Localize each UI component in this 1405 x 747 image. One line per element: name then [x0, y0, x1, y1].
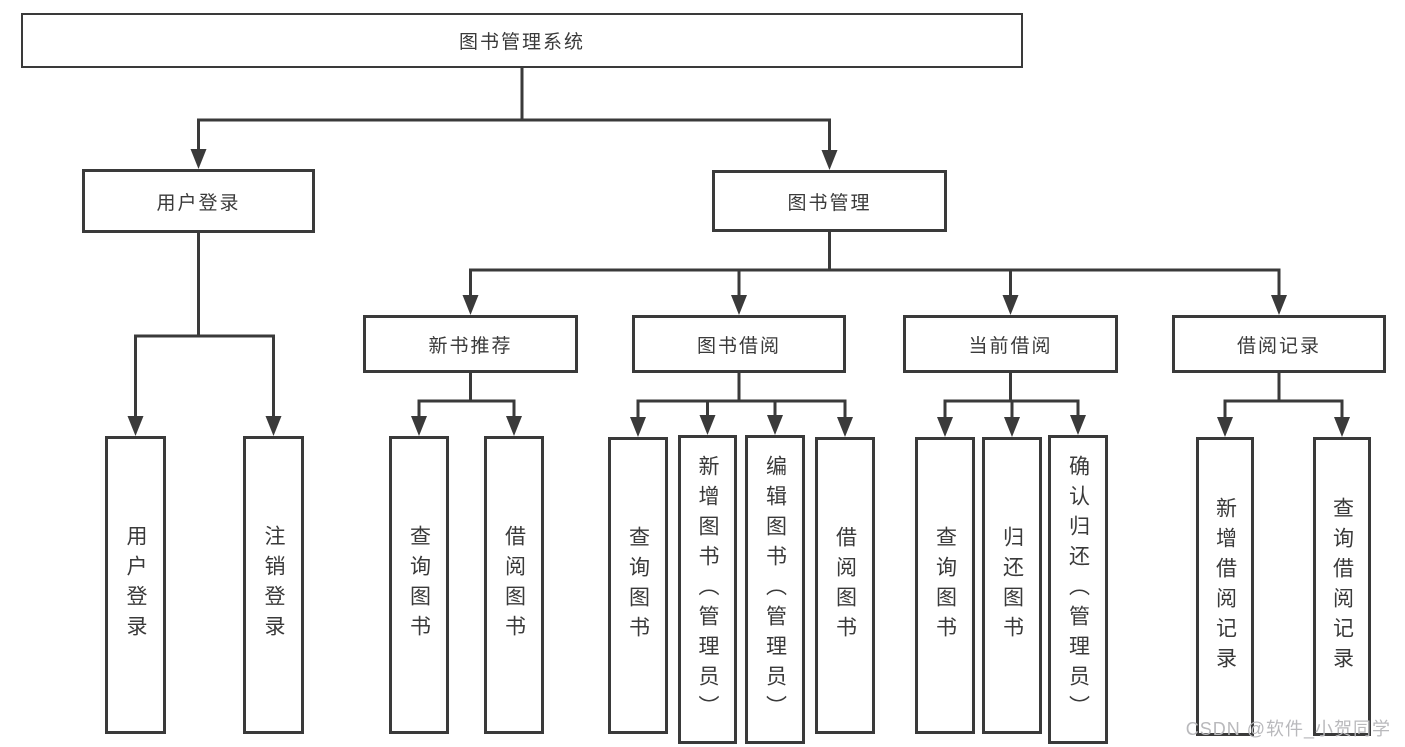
- node-label: 用户登录: [156, 192, 241, 214]
- node-leaf-logout: 注销登录: [243, 436, 304, 734]
- node-leaf-return-books: 归还图书: [982, 437, 1042, 734]
- node-leaf-query-books-1: 查询图书: [389, 436, 449, 734]
- connector-book-mgmt: [469, 230, 1281, 299]
- node-root: 图书管理系统: [21, 13, 1023, 68]
- node-label: 查询图书: [407, 525, 431, 645]
- node-current-borrowing: 当前借阅: [903, 315, 1118, 373]
- arrowhead: [1217, 417, 1233, 437]
- node-label: 借阅记录: [1236, 335, 1321, 357]
- node-label: 确认归还（管理员）: [1066, 454, 1090, 725]
- connector-user-login: [134, 231, 275, 420]
- arrowhead: [699, 415, 716, 435]
- node-leaf-user-login: 用户登录: [105, 436, 166, 734]
- connector-borrowing-records: [1223, 371, 1344, 421]
- arrowhead: [1002, 295, 1019, 315]
- node-label: 新增借阅记录: [1213, 496, 1237, 677]
- node-label: 查询图书: [626, 525, 650, 646]
- node-label: 图书管理: [787, 192, 872, 214]
- node-label: 图书管理系统: [458, 32, 585, 53]
- arrowhead: [767, 415, 783, 435]
- arrowhead: [127, 416, 144, 436]
- node-label: 查询图书: [933, 525, 957, 646]
- node-label: 编辑图书（管理员）: [763, 454, 787, 725]
- node-label: 查询借阅记录: [1330, 496, 1354, 677]
- arrowhead: [411, 416, 427, 436]
- node-label: 新书推荐: [428, 335, 513, 357]
- arrowhead: [462, 295, 479, 315]
- arrowhead: [630, 417, 646, 437]
- arrowhead: [731, 295, 747, 315]
- node-leaf-query-books-2: 查询图书: [608, 437, 668, 734]
- node-label: 注销登录: [262, 525, 285, 645]
- node-leaf-add-borrow-record: 新增借阅记录: [1196, 437, 1254, 736]
- arrowhead: [837, 417, 853, 437]
- node-label: 新增图书（管理员）: [696, 454, 719, 725]
- node-label: 借阅图书: [502, 525, 526, 645]
- node-leaf-query-books-3: 查询图书: [915, 437, 975, 734]
- node-leaf-confirm-return: 确认归还（管理员）: [1048, 435, 1108, 744]
- arrowhead: [1004, 417, 1020, 437]
- node-label: 借阅图书: [833, 525, 857, 646]
- node-book-borrowing: 图书借阅: [632, 315, 846, 373]
- node-borrowing-records: 借阅记录: [1172, 315, 1386, 373]
- node-label: 用户登录: [124, 525, 147, 645]
- connector-current-borrowing: [943, 371, 1080, 421]
- node-book-mgmt: 图书管理: [712, 170, 947, 232]
- node-label: 归还图书: [1000, 525, 1024, 646]
- node-label: 当前借阅: [968, 335, 1053, 357]
- connector-book-borrowing: [636, 371, 847, 421]
- arrowhead: [190, 149, 207, 169]
- arrowhead: [265, 416, 282, 436]
- arrowhead: [506, 416, 522, 436]
- arrowhead: [1334, 417, 1350, 437]
- arrowhead: [1070, 415, 1086, 435]
- arrowhead: [1271, 295, 1287, 315]
- node-leaf-edit-books: 编辑图书（管理员）: [745, 435, 805, 744]
- node-new-book-rec: 新书推荐: [363, 315, 578, 373]
- node-user-login: 用户登录: [82, 169, 315, 233]
- connector-new-book-rec: [417, 371, 516, 420]
- node-leaf-add-books: 新增图书（管理员）: [678, 435, 737, 744]
- arrowhead: [937, 417, 953, 437]
- node-leaf-borrow-books-1: 借阅图书: [484, 436, 544, 734]
- node-leaf-query-borrow-record: 查询借阅记录: [1313, 437, 1371, 736]
- node-label: 图书借阅: [696, 335, 781, 357]
- node-leaf-borrow-books-2: 借阅图书: [815, 437, 875, 734]
- connector-root: [197, 66, 831, 154]
- arrowhead: [821, 150, 838, 170]
